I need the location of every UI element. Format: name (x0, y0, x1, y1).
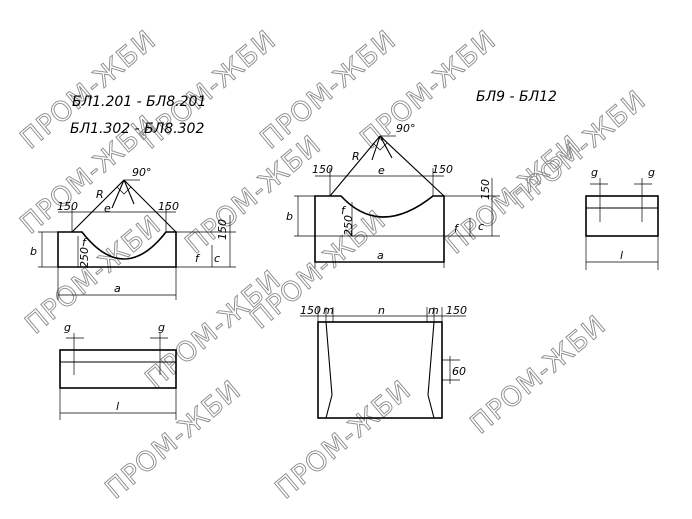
right-block-plan-view: g g l (585, 166, 659, 270)
dim-m-left: m (323, 304, 334, 317)
dim-150-right: 150 (446, 304, 467, 317)
angle-label: 90° (396, 122, 416, 135)
dim-n: n (378, 304, 385, 317)
dim-m-right: m (428, 304, 439, 317)
dim-a: a (377, 249, 384, 262)
center-block-front-view: 90° R e 150 150 b 250 f 150 c f a (286, 122, 500, 268)
angle-label: 90° (132, 166, 152, 179)
dim-c: c (214, 252, 220, 265)
dim-150-right: 150 (432, 163, 453, 176)
dim-g-right: g (158, 321, 165, 334)
title-left-line2: БЛ1.302 - БЛ8.302 (70, 121, 204, 137)
dim-g-left: g (64, 321, 71, 334)
watermark: ПРОМ-ЖБИ (180, 129, 328, 260)
left-block-front-view: 90° R e 150 150 b 250 f 150 c f a (30, 166, 236, 300)
dim-150-left: 150 (57, 200, 78, 213)
dim-f-right: f (454, 222, 460, 235)
dim-150-vertical: 150 (216, 219, 229, 240)
e-label: e (104, 202, 111, 215)
dim-150-right: 150 (158, 200, 179, 213)
watermark: ПРОМ-ЖБИ (465, 309, 613, 440)
dim-f-right: f (195, 252, 201, 265)
dim-250: 250 (78, 247, 91, 268)
dim-f: f (82, 236, 88, 249)
dim-a: a (114, 282, 121, 295)
dim-b: b (286, 210, 293, 223)
dim-150-left: 150 (312, 163, 333, 176)
left-block-plan-view: g g l (59, 321, 177, 420)
dim-f: f (341, 204, 347, 217)
dim-g-right: g (648, 166, 655, 179)
title-right: БЛ9 - БЛ12 (476, 89, 557, 105)
dim-l: l (116, 400, 119, 413)
dim-150-left: 150 (300, 304, 321, 317)
title-left-line1: БЛ1.201 - БЛ8.201 (72, 94, 206, 110)
dim-b: b (30, 245, 37, 258)
watermark: ПРОМ-ЖБИ (100, 374, 248, 505)
dim-l: l (620, 249, 623, 262)
dim-g-left: g (591, 166, 598, 179)
radius-label: R (96, 188, 104, 201)
e-label: e (378, 164, 385, 177)
dim-60: 60 (452, 365, 466, 378)
radius-label: R (352, 150, 360, 163)
dim-150-vertical: 150 (479, 179, 492, 200)
dim-c: c (478, 220, 484, 233)
watermark: ПРОМ-ЖБИ (270, 374, 418, 505)
center-block-side-view: 150 m n m 150 60 (300, 304, 467, 419)
dim-250: 250 (342, 215, 355, 236)
